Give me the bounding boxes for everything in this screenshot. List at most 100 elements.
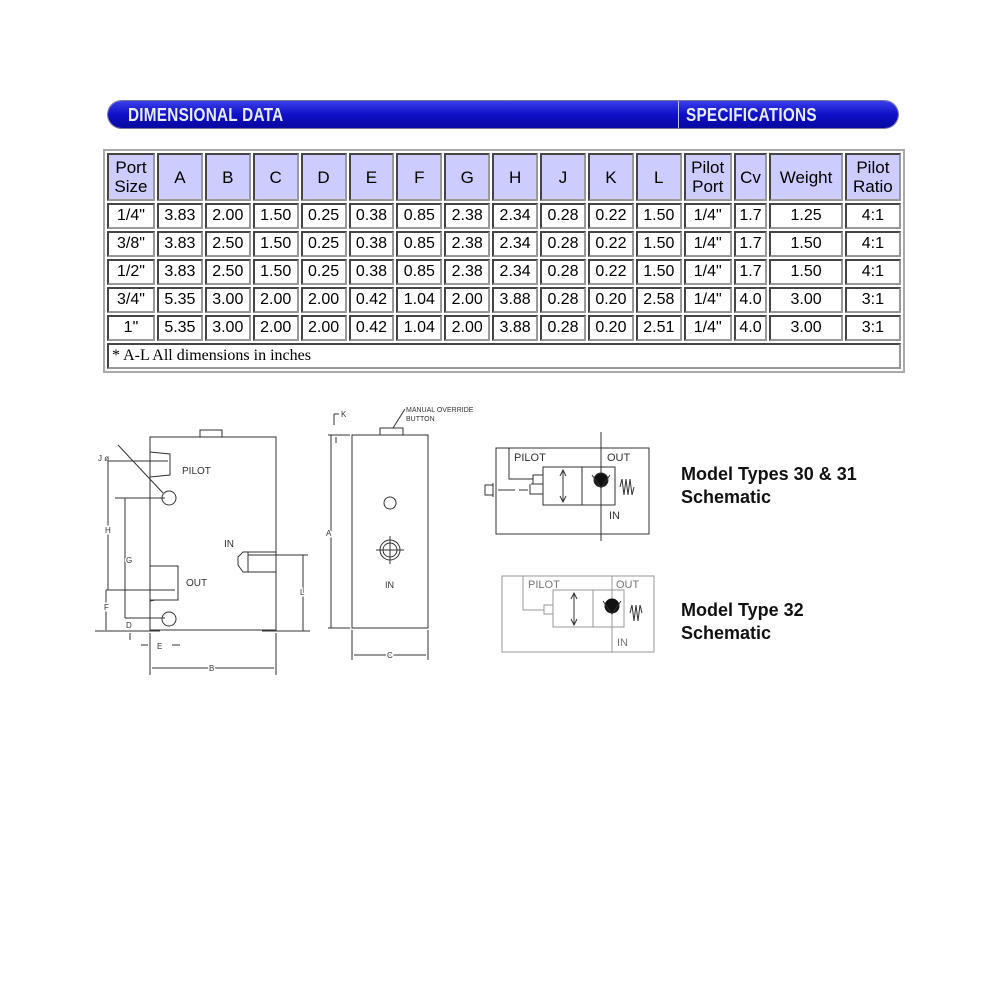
table-cell: 1/4" — [683, 231, 732, 257]
table-cell: 0.22 — [587, 203, 634, 229]
e-label: E — [157, 642, 162, 651]
override-label: MANUAL OVERRIDE — [406, 407, 474, 414]
dimensional-data-heading: DIMENSIONAL DATA — [128, 105, 284, 125]
table-cell: 1/2" — [107, 259, 155, 285]
table-cell: 3/4" — [107, 287, 155, 313]
table-cell: 1/4" — [683, 287, 732, 313]
table-cell: 2.50 — [204, 259, 251, 285]
schematic1-caption-sub: Schematic — [681, 487, 772, 507]
j-label: J ø — [98, 454, 109, 463]
h-label: H — [105, 526, 111, 535]
table-cell: 1.50 — [252, 231, 299, 257]
schematic2-caption-title: Model Type 32 — [681, 600, 804, 620]
table-cell: 4.0 — [733, 287, 768, 313]
table-cell: 3/8" — [107, 231, 155, 257]
front-view: J ø PILOT OUT IN H G F D E B L — [95, 429, 310, 675]
schematic2-in: IN — [617, 637, 628, 649]
schematic1-out: OUT — [607, 452, 631, 464]
table-cell: 3.00 — [204, 287, 251, 313]
pilot-label: PILOT — [182, 466, 211, 477]
table-cell: 0.38 — [348, 231, 395, 257]
table-cell: 3.00 — [769, 287, 843, 313]
button-label: BUTTON — [406, 416, 435, 423]
table-note-row: * A-L All dimensions in inches — [107, 343, 901, 369]
column-header: G — [444, 153, 491, 201]
g-label: G — [126, 556, 132, 565]
table-cell: 1.7 — [733, 231, 768, 257]
table-cell: 5.35 — [156, 315, 203, 341]
table-cell: 2.00 — [444, 315, 491, 341]
column-header: Port Size — [107, 153, 155, 201]
table-cell: 0.42 — [348, 287, 395, 313]
c-label: C — [387, 651, 393, 660]
table-cell: 0.85 — [396, 203, 443, 229]
b-label: B — [209, 664, 214, 673]
table-cell: 0.20 — [587, 315, 634, 341]
schematic2-out: OUT — [616, 579, 640, 591]
column-header: Cv — [733, 153, 768, 201]
table-cell: 0.25 — [300, 231, 347, 257]
table-cell: 2.00 — [252, 287, 299, 313]
table-cell: 0.25 — [300, 259, 347, 285]
table-cell: 1.50 — [635, 203, 682, 229]
table-cell: 2.38 — [444, 259, 491, 285]
table-cell: 1/4" — [683, 315, 732, 341]
in-label: IN — [224, 539, 234, 550]
table-cell: 1.50 — [252, 259, 299, 285]
d-label: D — [126, 621, 132, 630]
column-header: L — [635, 153, 682, 201]
column-header: A — [156, 153, 203, 201]
table-cell: 1.50 — [635, 231, 682, 257]
table-cell: 2.00 — [204, 203, 251, 229]
table-cell: 0.38 — [348, 259, 395, 285]
table-cell: 1/4" — [683, 203, 732, 229]
column-header: Weight — [769, 153, 843, 201]
table-cell: 5.35 — [156, 287, 203, 313]
table-cell: 3.88 — [492, 287, 539, 313]
section-banner: DIMENSIONAL DATA SPECIFICATIONS — [108, 101, 898, 128]
k-label: K — [341, 410, 347, 419]
table-cell: 0.38 — [348, 203, 395, 229]
column-header: Pilot Ratio — [844, 153, 901, 201]
table-cell: 1/4" — [683, 259, 732, 285]
a-label: A — [326, 529, 332, 538]
column-header: C — [252, 153, 299, 201]
column-header: F — [396, 153, 443, 201]
column-header: E — [348, 153, 395, 201]
table-cell: 1.7 — [733, 203, 768, 229]
table-cell: 1.50 — [635, 259, 682, 285]
table-cell: 0.22 — [587, 259, 634, 285]
column-header: Pilot Port — [683, 153, 732, 201]
schematic1-caption: Model Types 30 & 31 Schematic — [681, 463, 857, 509]
table-cell: 4:1 — [844, 203, 901, 229]
table-cell: 2.38 — [444, 231, 491, 257]
table-cell: 2.38 — [444, 203, 491, 229]
table-cell: 2.51 — [635, 315, 682, 341]
schematic2-caption: Model Type 32 Schematic — [681, 599, 804, 645]
column-header: H — [492, 153, 539, 201]
table-cell: 2.00 — [444, 287, 491, 313]
table-cell: 0.85 — [396, 231, 443, 257]
table-cell: 0.42 — [348, 315, 395, 341]
column-header: D — [300, 153, 347, 201]
table-cell: 4.0 — [733, 315, 768, 341]
table-cell: 2.00 — [300, 287, 347, 313]
table-cell: 1" — [107, 315, 155, 341]
table-cell: 3.83 — [156, 259, 203, 285]
table-cell: 2.58 — [635, 287, 682, 313]
table-cell: 3.88 — [492, 315, 539, 341]
table-cell: 0.28 — [540, 259, 586, 285]
table-cell: 1.04 — [396, 315, 443, 341]
schematic1-in: IN — [609, 510, 620, 522]
table-cell: 2.00 — [252, 315, 299, 341]
schematic2-caption-sub: Schematic — [681, 623, 772, 643]
table-cell: 3.00 — [769, 315, 843, 341]
column-header: K — [587, 153, 634, 201]
table-cell: 3:1 — [844, 315, 901, 341]
table-cell: 0.28 — [540, 287, 586, 313]
